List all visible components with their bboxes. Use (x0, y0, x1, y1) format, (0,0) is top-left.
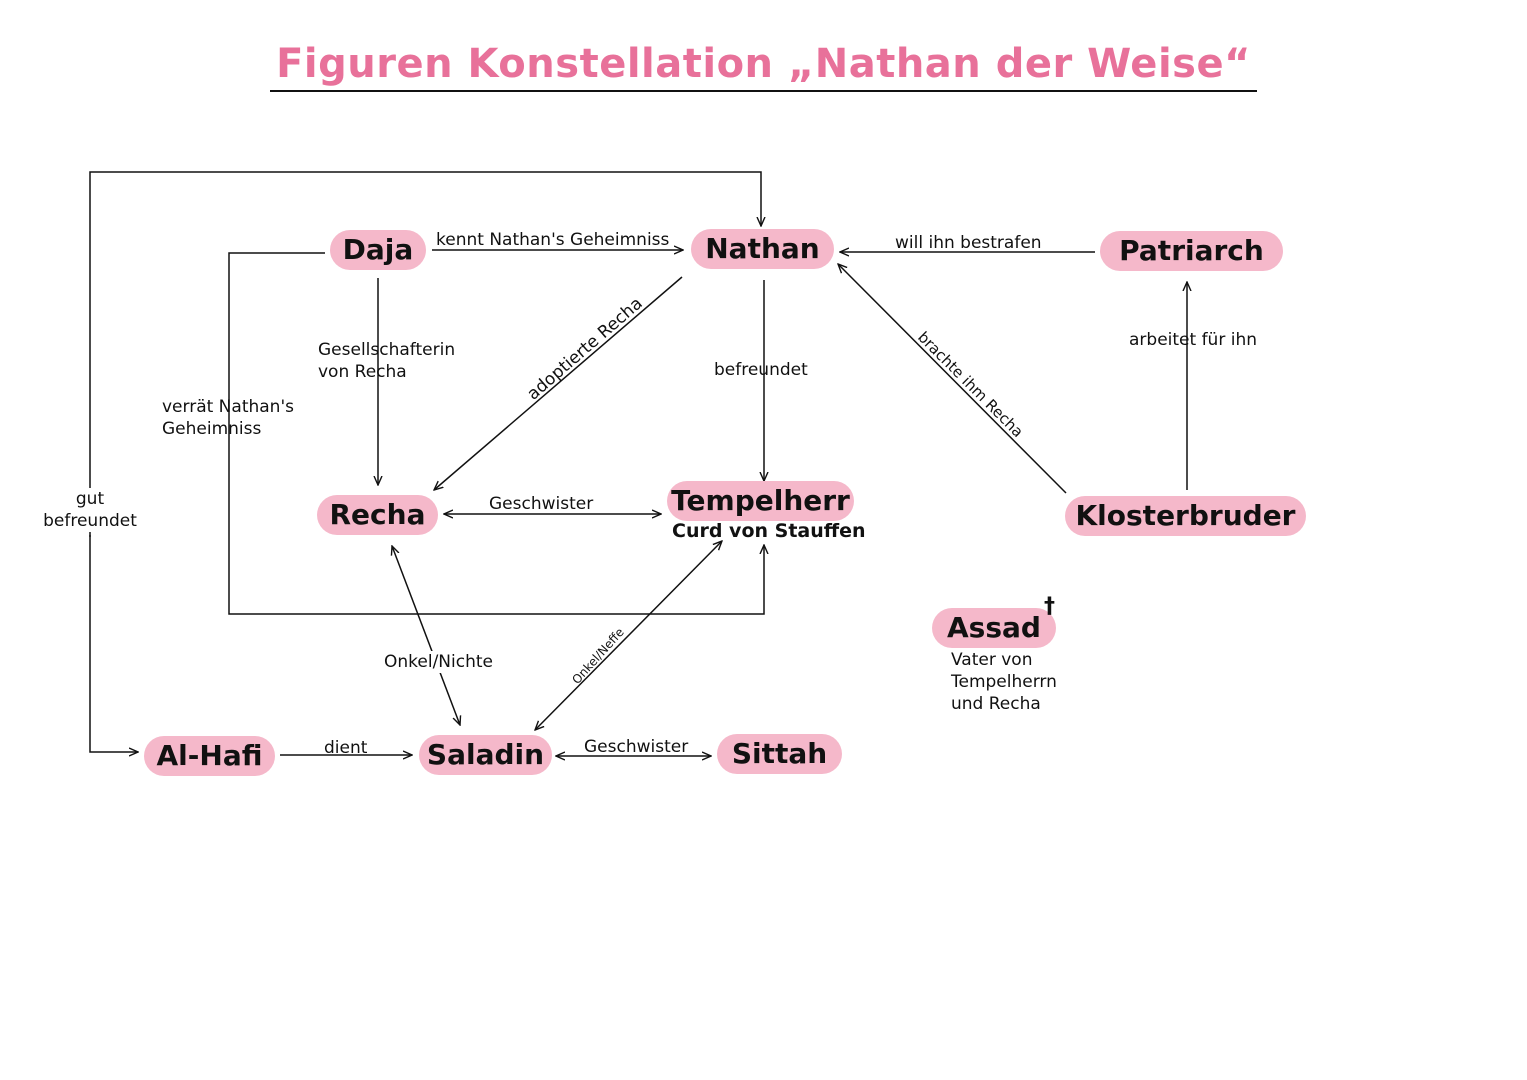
label-nathan-tempelherr: befreundet (714, 360, 808, 380)
deceased-mark: † (1044, 594, 1055, 619)
page-title-text: Figuren Konstellation „Nathan der Weise“ (270, 40, 1257, 92)
node-tempelherr: Tempelherr (667, 481, 854, 521)
label-daja-recha-line-1: Gesellschafterin (318, 340, 456, 360)
label-patriarch-nathan: will ihn bestrafen (895, 233, 1042, 253)
edge-daja-tempelherr (228, 252, 764, 615)
label-daja-recha: Gesellschafterin von Recha (318, 339, 455, 383)
edge-alhafi-nathan (89, 171, 761, 537)
label-recha-saladin: Onkel/Nichte (384, 651, 493, 673)
edge-saladin-tempelherr (535, 541, 722, 730)
label-alhafi-nathan: gut befreundet (38, 488, 142, 532)
label-alhafi-nathan-line-2: befreundet (43, 511, 137, 531)
node-daja: Daja (330, 230, 426, 270)
node-alhafi: Al-Hafi (144, 736, 275, 776)
label-recha-tempelherr: Geschwister (489, 494, 594, 514)
node-klosterbruder: Klosterbruder (1065, 496, 1306, 536)
node-sittah: Sittah (717, 734, 842, 774)
label-daja-tempelherr: verrät Nathan's Geheimniss (162, 396, 294, 440)
node-recha: Recha (317, 495, 438, 535)
node-saladin: Saladin (419, 735, 552, 775)
edge-alhafi-nathan-lower (89, 535, 138, 752)
label-alhafi-saladin: dient (324, 738, 368, 758)
assad-note-line-3: und Recha (951, 694, 1041, 714)
assad-note: Vater von Tempelherrn und Recha (951, 649, 1057, 715)
label-alhafi-nathan-line-1: gut (75, 489, 105, 509)
node-assad: Assad (932, 608, 1056, 648)
assad-note-line-1: Vater von (951, 650, 1033, 670)
label-saladin-sittah: Geschwister (584, 737, 689, 757)
page-title: Figuren Konstellation „Nathan der Weise“ (0, 40, 1527, 92)
tempelherr-subtitle: Curd von Stauffen (672, 520, 866, 542)
label-daja-tempelherr-line-1: verrät Nathan's (162, 397, 294, 417)
edge-nathan-recha (434, 276, 683, 490)
label-daja-tempelherr-line-2: Geheimniss (162, 419, 262, 439)
label-daja-recha-line-2: von Recha (318, 362, 407, 382)
assad-note-line-2: Tempelherrn (951, 672, 1057, 692)
node-nathan: Nathan (691, 229, 834, 269)
label-daja-nathan: kennt Nathan's Geheimniss (436, 230, 670, 250)
label-klosterbruder-patriarch: arbeitet für ihn (1129, 330, 1257, 350)
edge-recha-saladin (392, 546, 460, 725)
node-patriarch: Patriarch (1100, 231, 1283, 271)
edge-klosterbruder-nathan (838, 264, 1067, 494)
